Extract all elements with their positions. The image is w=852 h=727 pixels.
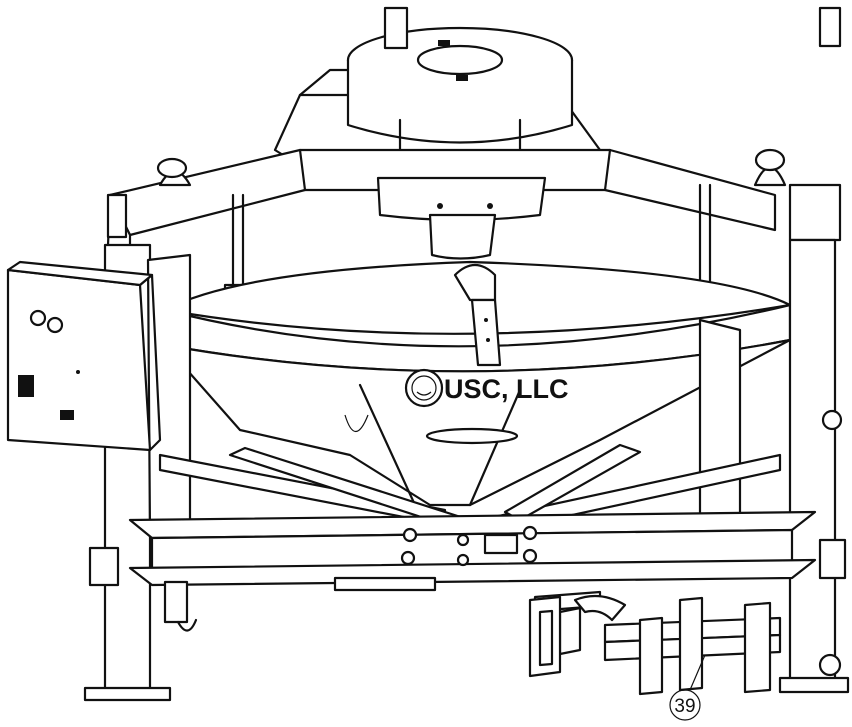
brand-label: USC, LLC bbox=[444, 374, 569, 404]
center-chute bbox=[376, 176, 547, 260]
callout-39: 39 bbox=[669, 654, 706, 721]
discharge-gate-beam bbox=[128, 510, 817, 632]
control-box bbox=[6, 260, 162, 452]
callout-label: 39 bbox=[674, 696, 695, 717]
bracket-assembly-39 bbox=[528, 590, 782, 696]
weigh-hopper: USC, LLC bbox=[163, 260, 792, 507]
upper-cross-beams bbox=[106, 148, 842, 257]
